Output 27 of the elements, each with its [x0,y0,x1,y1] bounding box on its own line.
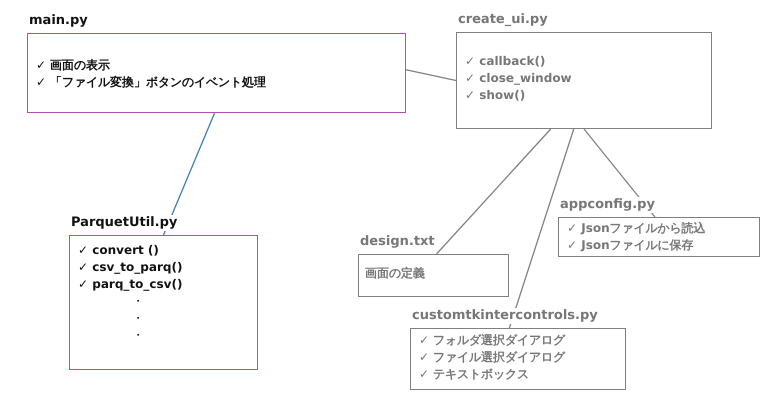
file-name: ParquetUtil.py [71,215,178,231]
connector-line [162,112,216,236]
list-item: ✓ テキストボックス [419,366,530,383]
file-name: design.txt [360,234,435,250]
list-item: ✓ Jsonファイルから読込 [567,220,707,237]
list-item: ✓ show() [465,87,526,104]
file-name: main.py [29,13,88,29]
list-item: ✓ csv_to_parq() [78,259,184,276]
file-name: appconfig.py [560,197,655,213]
list-item: ✓ parq_to_csv() [78,276,184,293]
ellipsis-dot: ・ [131,327,145,344]
file-name: customtkintercontrols.py [412,308,598,324]
connector-line [436,128,552,254]
list-item: ✓ 画面の表示 [36,57,112,74]
connector-line [406,69,456,82]
ellipsis-dot: ・ [131,310,145,327]
list-item: ✓ 「ファイル変換」ボタンのイベント処理 [36,74,268,91]
file-name: create_ui.py [458,12,548,28]
list-item: 画面の定義 [365,265,426,282]
list-item: ✓ フォルダ選択ダイアログ [419,332,566,349]
list-item: ✓ ファイル選択ダイアログ [419,349,566,366]
list-item: ✓ callback() [465,53,546,70]
list-item: ✓ convert () [78,242,160,259]
connector-line [508,128,574,328]
ellipsis-dot: ・ [131,293,145,310]
list-item: ✓ Jsonファイルに保存 [567,237,695,254]
list-item: ✓ close_window [465,70,573,87]
